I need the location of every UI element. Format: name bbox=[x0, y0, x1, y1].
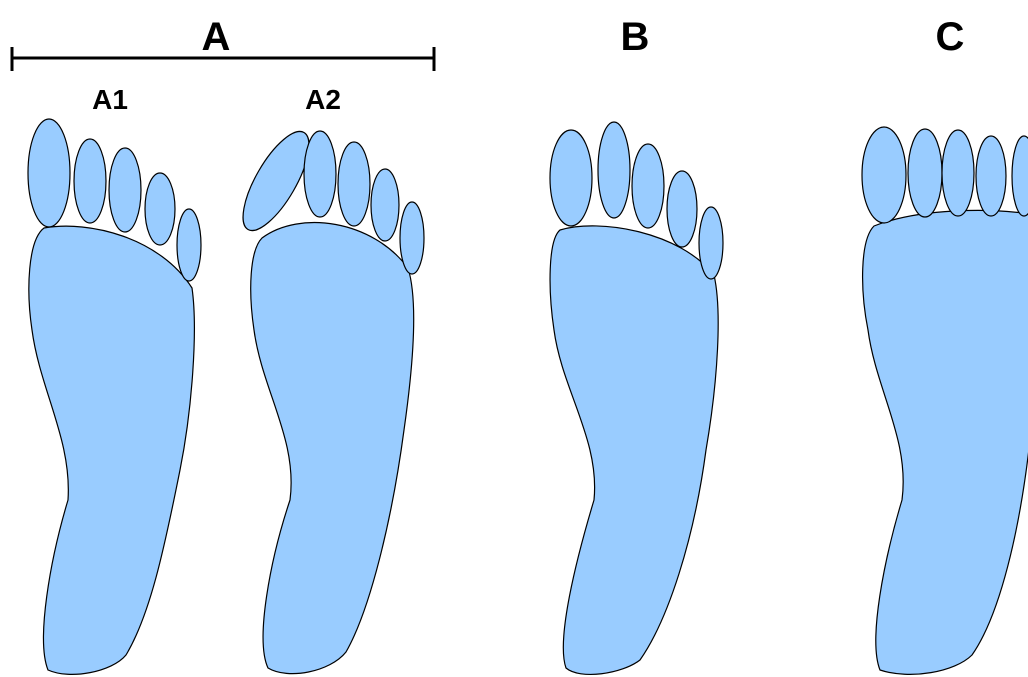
foot-a2-toe-5 bbox=[400, 202, 424, 274]
foot-a2-toe-3 bbox=[338, 142, 370, 226]
foot-c-toe-3 bbox=[942, 130, 974, 216]
foot-a1-toe-4 bbox=[145, 173, 175, 245]
label-a1: A1 bbox=[92, 84, 128, 115]
foot-b-toe-5 bbox=[699, 207, 723, 279]
foot-a2-toe-4 bbox=[371, 169, 399, 241]
foot-c-toe-2 bbox=[908, 129, 942, 217]
label-b: B bbox=[621, 15, 650, 59]
foot-a2 bbox=[231, 123, 424, 674]
foot-a1-toe-5 bbox=[177, 209, 201, 281]
foot-a1-toe-3 bbox=[109, 148, 141, 232]
foot-b-toe-1 bbox=[550, 130, 592, 226]
foot-b-toe-4 bbox=[667, 171, 697, 247]
foot-c-toe-4 bbox=[976, 136, 1006, 216]
foot-c bbox=[862, 127, 1028, 674]
label-group-a: A bbox=[202, 15, 231, 59]
foot-b-sole bbox=[550, 226, 718, 675]
foot-c-sole bbox=[863, 210, 1028, 674]
foot-a1-sole bbox=[29, 226, 194, 674]
foot-a1-toe-2 bbox=[74, 139, 106, 223]
foot-b bbox=[550, 122, 723, 674]
label-c: C bbox=[936, 15, 965, 59]
foot-a2-sole bbox=[251, 223, 414, 674]
foot-a1-toe-1 bbox=[28, 119, 70, 227]
foot-a1 bbox=[28, 119, 201, 674]
foot-c-toe-1 bbox=[862, 127, 906, 223]
foot-b-toe-3 bbox=[632, 144, 664, 228]
foot-c-toe-5 bbox=[1012, 136, 1028, 216]
label-a2: A2 bbox=[305, 84, 341, 115]
foot-a2-toe-2 bbox=[304, 131, 336, 217]
foot-b-toe-2 bbox=[598, 122, 630, 218]
